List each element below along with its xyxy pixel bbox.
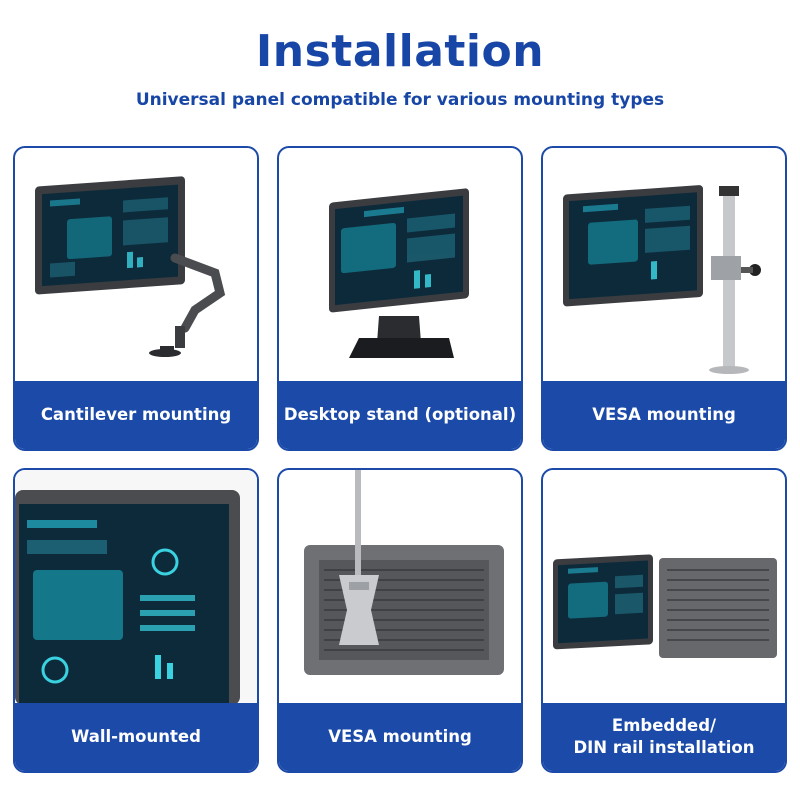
- wall-mount-icon: [15, 470, 257, 705]
- card-cantilever[interactable]: Cantilever mounting: [13, 146, 259, 451]
- din-rail-icon: [543, 470, 785, 705]
- card-label: VESA mounting: [543, 381, 785, 449]
- card-label: Cantilever mounting: [15, 381, 257, 449]
- card-label: Wall-mounted: [15, 703, 257, 771]
- card-wall-mounted[interactable]: Wall-mounted: [13, 468, 259, 773]
- card-vesa-back[interactable]: VESA mounting: [277, 468, 523, 773]
- desktop-stand-icon: [279, 148, 521, 383]
- card-desktop-stand[interactable]: Desktop stand (optional): [277, 146, 523, 451]
- monitor-arm-icon: [15, 148, 257, 383]
- page-title: Installation: [255, 26, 545, 77]
- card-label: Embedded/ DIN rail installation: [543, 703, 785, 771]
- page-subtitle: Universal panel compatible for various m…: [135, 90, 665, 110]
- vesa-back-icon: [279, 470, 521, 705]
- card-embedded-din[interactable]: Embedded/ DIN rail installation: [541, 468, 787, 773]
- card-label: Desktop stand (optional): [279, 381, 521, 449]
- card-label: VESA mounting: [279, 703, 521, 771]
- pole-mount-icon: [543, 148, 785, 383]
- card-vesa-pole[interactable]: VESA mounting: [541, 146, 787, 451]
